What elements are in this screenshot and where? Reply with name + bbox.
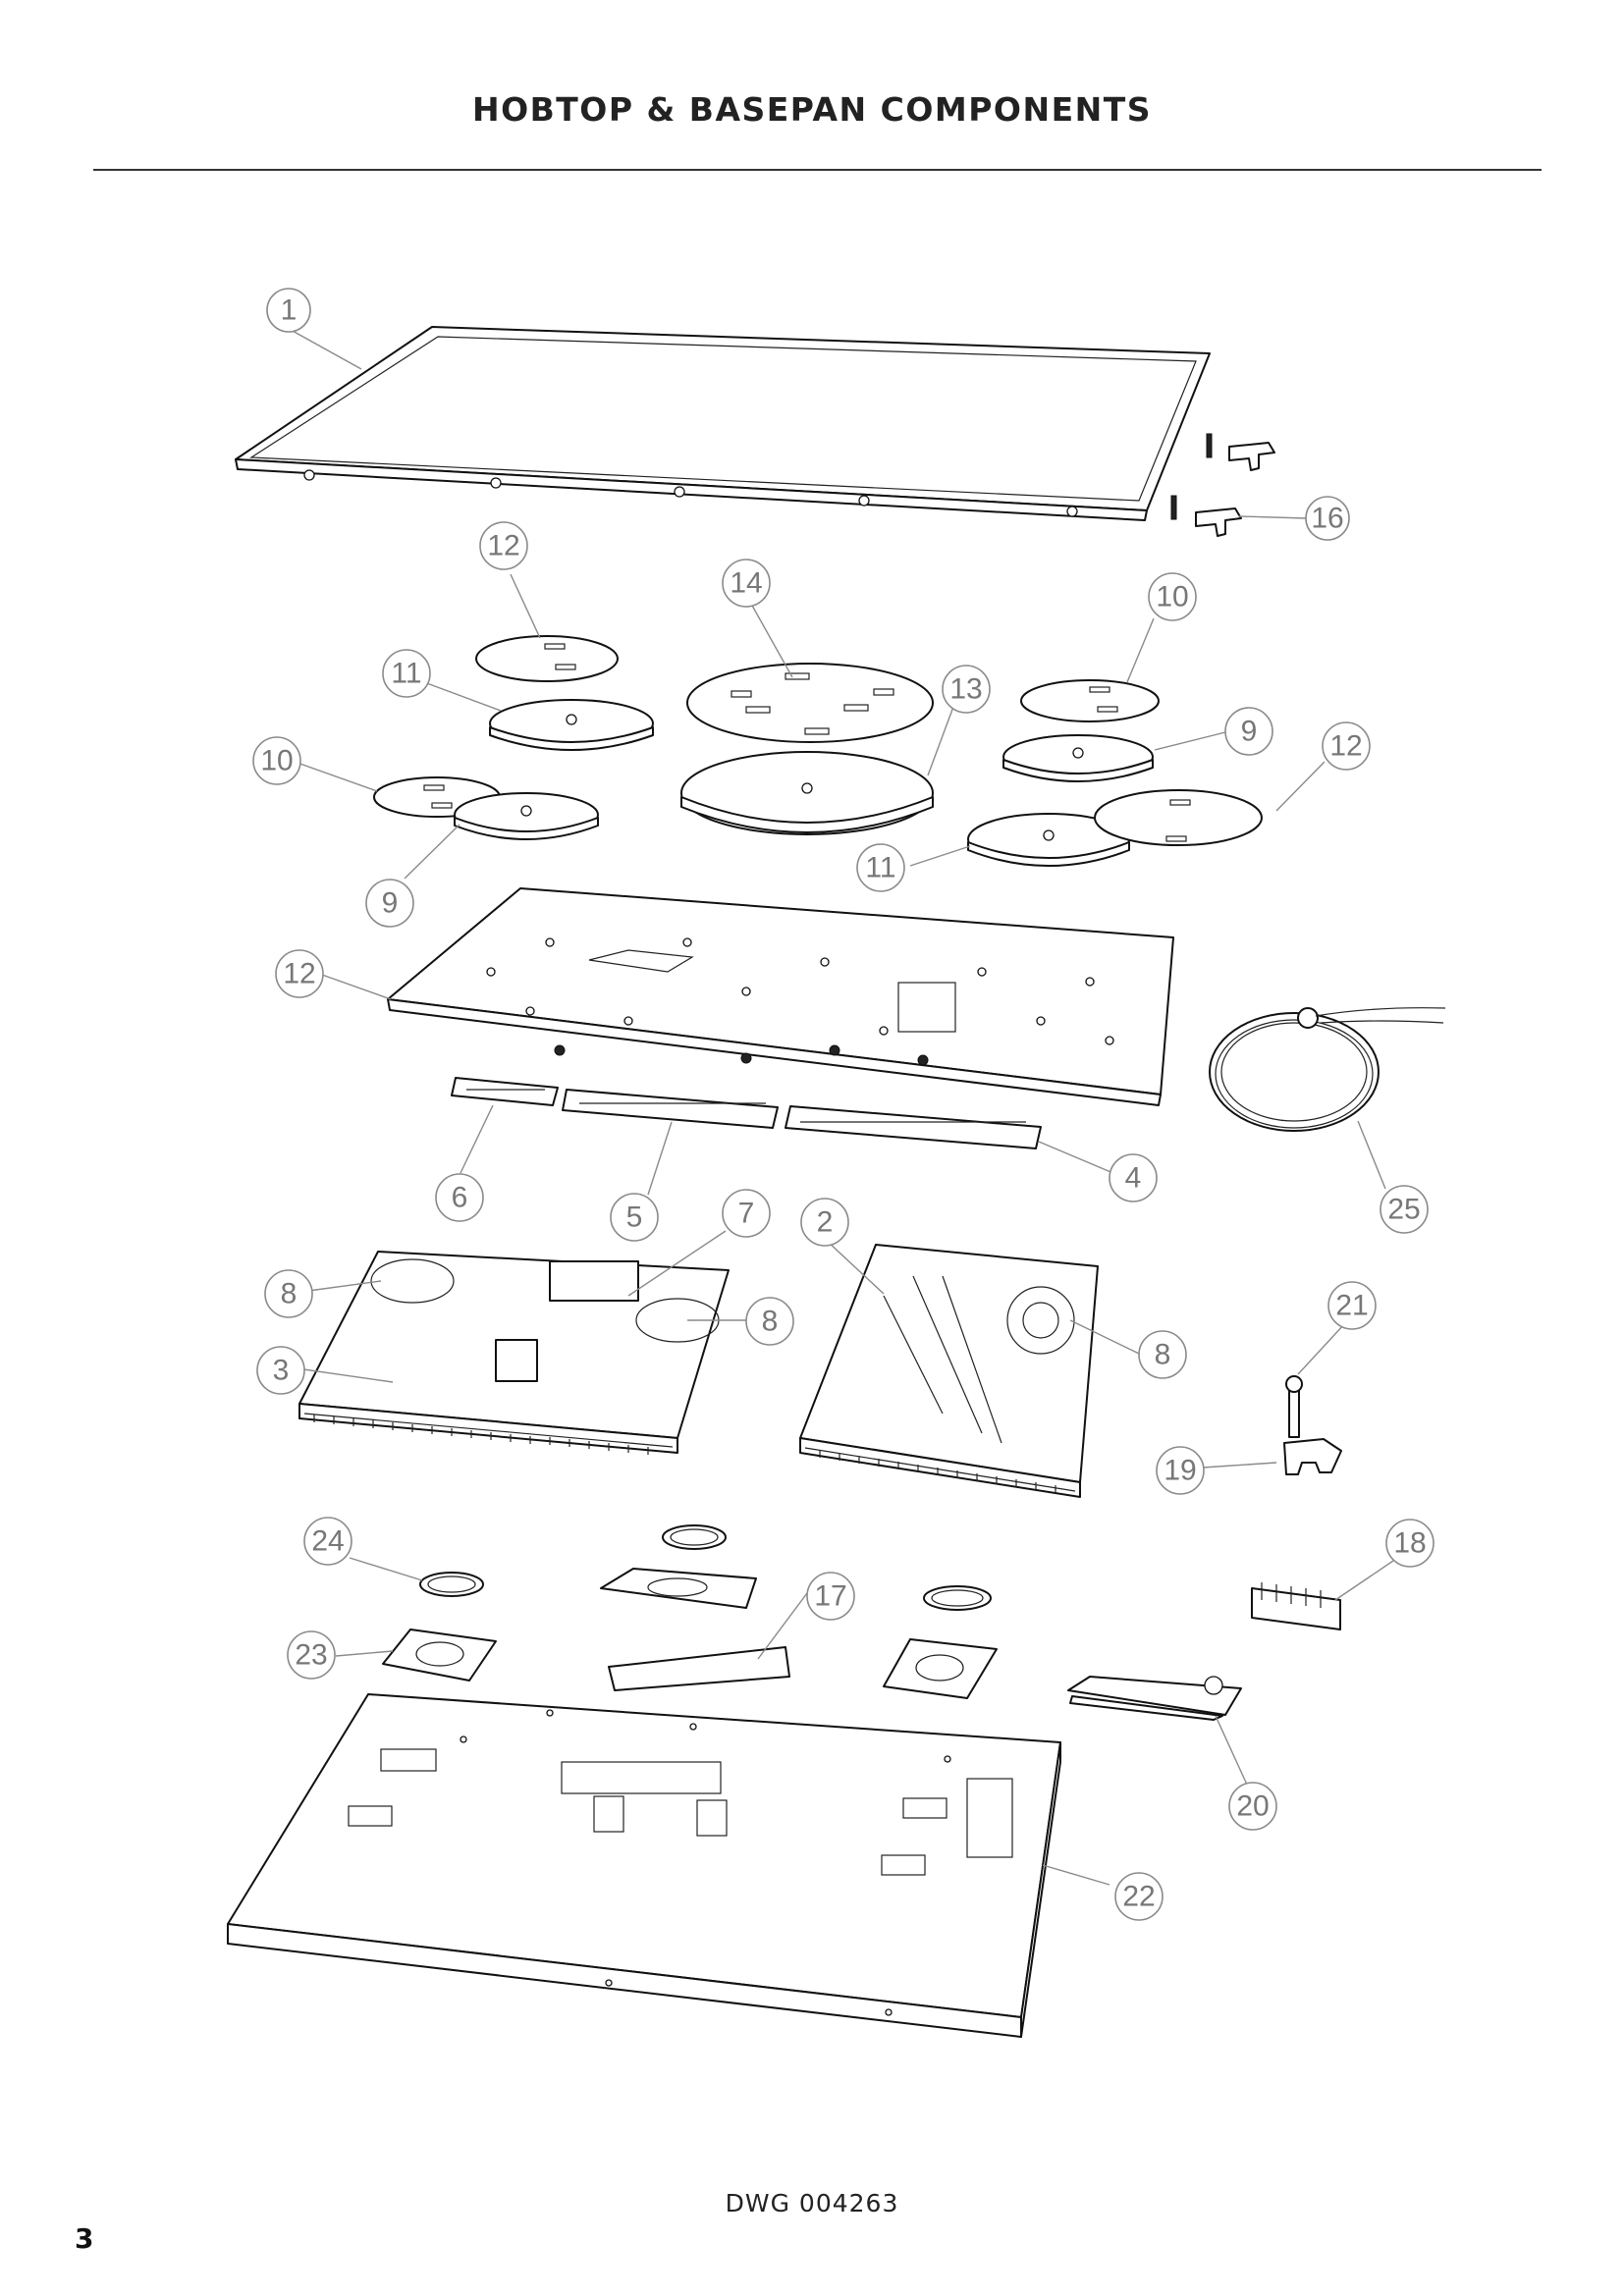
part-power-cable: [1209, 1007, 1446, 1132]
part-touch-pcbs: [451, 1077, 1042, 1149]
callout-20: 20: [1228, 1782, 1277, 1831]
callout-4: 4: [1109, 1153, 1158, 1202]
leader-lines: [290, 329, 1394, 1886]
svg-text:3: 3: [273, 1355, 290, 1387]
callout-8: 8: [1138, 1330, 1187, 1379]
svg-text:11: 11: [391, 658, 421, 690]
callout-25: 25: [1380, 1185, 1429, 1234]
svg-text:8: 8: [762, 1306, 779, 1338]
svg-text:11: 11: [865, 852, 895, 884]
svg-text:4: 4: [1125, 1162, 1142, 1195]
callout-12: 12: [275, 949, 324, 998]
svg-text:5: 5: [626, 1201, 643, 1234]
svg-text:10: 10: [260, 745, 293, 777]
part-terminal-block: [1251, 1582, 1341, 1630]
svg-text:2: 2: [817, 1206, 834, 1239]
part-seals-and-covers: [382, 1524, 998, 1699]
callout-12: 12: [479, 521, 528, 570]
svg-text:9: 9: [382, 887, 399, 920]
svg-text:8: 8: [1155, 1339, 1171, 1371]
callout-16: 16: [1305, 496, 1350, 541]
svg-text:21: 21: [1335, 1290, 1368, 1322]
callout-22: 22: [1114, 1872, 1164, 1921]
callout-19: 19: [1156, 1446, 1205, 1495]
svg-text:13: 13: [949, 673, 982, 706]
callout-1: 1: [266, 288, 311, 333]
svg-text:16: 16: [1311, 503, 1343, 535]
callout-21: 21: [1327, 1281, 1377, 1330]
svg-text:1: 1: [281, 294, 298, 327]
callout-2: 2: [800, 1198, 849, 1247]
svg-text:18: 18: [1393, 1527, 1426, 1560]
svg-text:25: 25: [1387, 1194, 1420, 1226]
svg-text:19: 19: [1164, 1455, 1196, 1487]
part-generator-tray-right: [799, 1244, 1099, 1498]
svg-text:24: 24: [311, 1525, 344, 1558]
svg-text:12: 12: [283, 958, 315, 990]
svg-text:9: 9: [1241, 716, 1258, 748]
callout-8: 8: [745, 1297, 794, 1346]
part-generator-tray-left: [298, 1251, 730, 1455]
callout-9: 9: [365, 879, 414, 928]
callout-9: 9: [1224, 707, 1273, 756]
callout-24: 24: [303, 1517, 352, 1566]
svg-text:14: 14: [730, 567, 762, 600]
page-number: 3: [75, 2222, 94, 2255]
callout-7: 7: [722, 1189, 771, 1238]
part-cable-clamp: [1283, 1375, 1342, 1475]
callout-8: 8: [264, 1269, 313, 1318]
svg-text:10: 10: [1156, 581, 1188, 614]
svg-text:12: 12: [1329, 730, 1362, 763]
callout-11: 11: [382, 649, 431, 698]
part-support-tray: [387, 887, 1174, 1106]
part-coil-plates: [373, 635, 1263, 867]
callout-11: 11: [856, 843, 905, 892]
svg-text:22: 22: [1122, 1881, 1155, 1913]
title-divider: [93, 169, 1542, 171]
svg-text:6: 6: [452, 1182, 468, 1214]
callout-14: 14: [722, 559, 771, 608]
svg-text:23: 23: [295, 1639, 327, 1672]
svg-text:7: 7: [738, 1198, 755, 1230]
part-basepan: [227, 1693, 1061, 2038]
callout-23: 23: [287, 1630, 336, 1680]
svg-text:12: 12: [487, 530, 519, 562]
svg-text:20: 20: [1236, 1790, 1269, 1823]
callout-10: 10: [1148, 572, 1197, 621]
callout-6: 6: [435, 1173, 484, 1222]
callout-3: 3: [256, 1346, 305, 1395]
drawing-number: DWG 004263: [725, 2189, 899, 2217]
callout-13: 13: [942, 665, 991, 714]
part-hobtop-glass: [235, 326, 1211, 521]
callout-10: 10: [252, 736, 301, 785]
callout-17: 17: [806, 1572, 855, 1621]
part-hobtop-brackets: [1170, 433, 1275, 537]
part-access-plate: [1067, 1676, 1242, 1721]
svg-text:17: 17: [814, 1580, 846, 1613]
callout-5: 5: [610, 1193, 659, 1242]
svg-text:8: 8: [281, 1278, 298, 1310]
callout-18: 18: [1385, 1519, 1435, 1568]
page-title: HOBTOP & BASEPAN COMPONENTS: [471, 90, 1153, 129]
callout-12: 12: [1322, 721, 1371, 771]
